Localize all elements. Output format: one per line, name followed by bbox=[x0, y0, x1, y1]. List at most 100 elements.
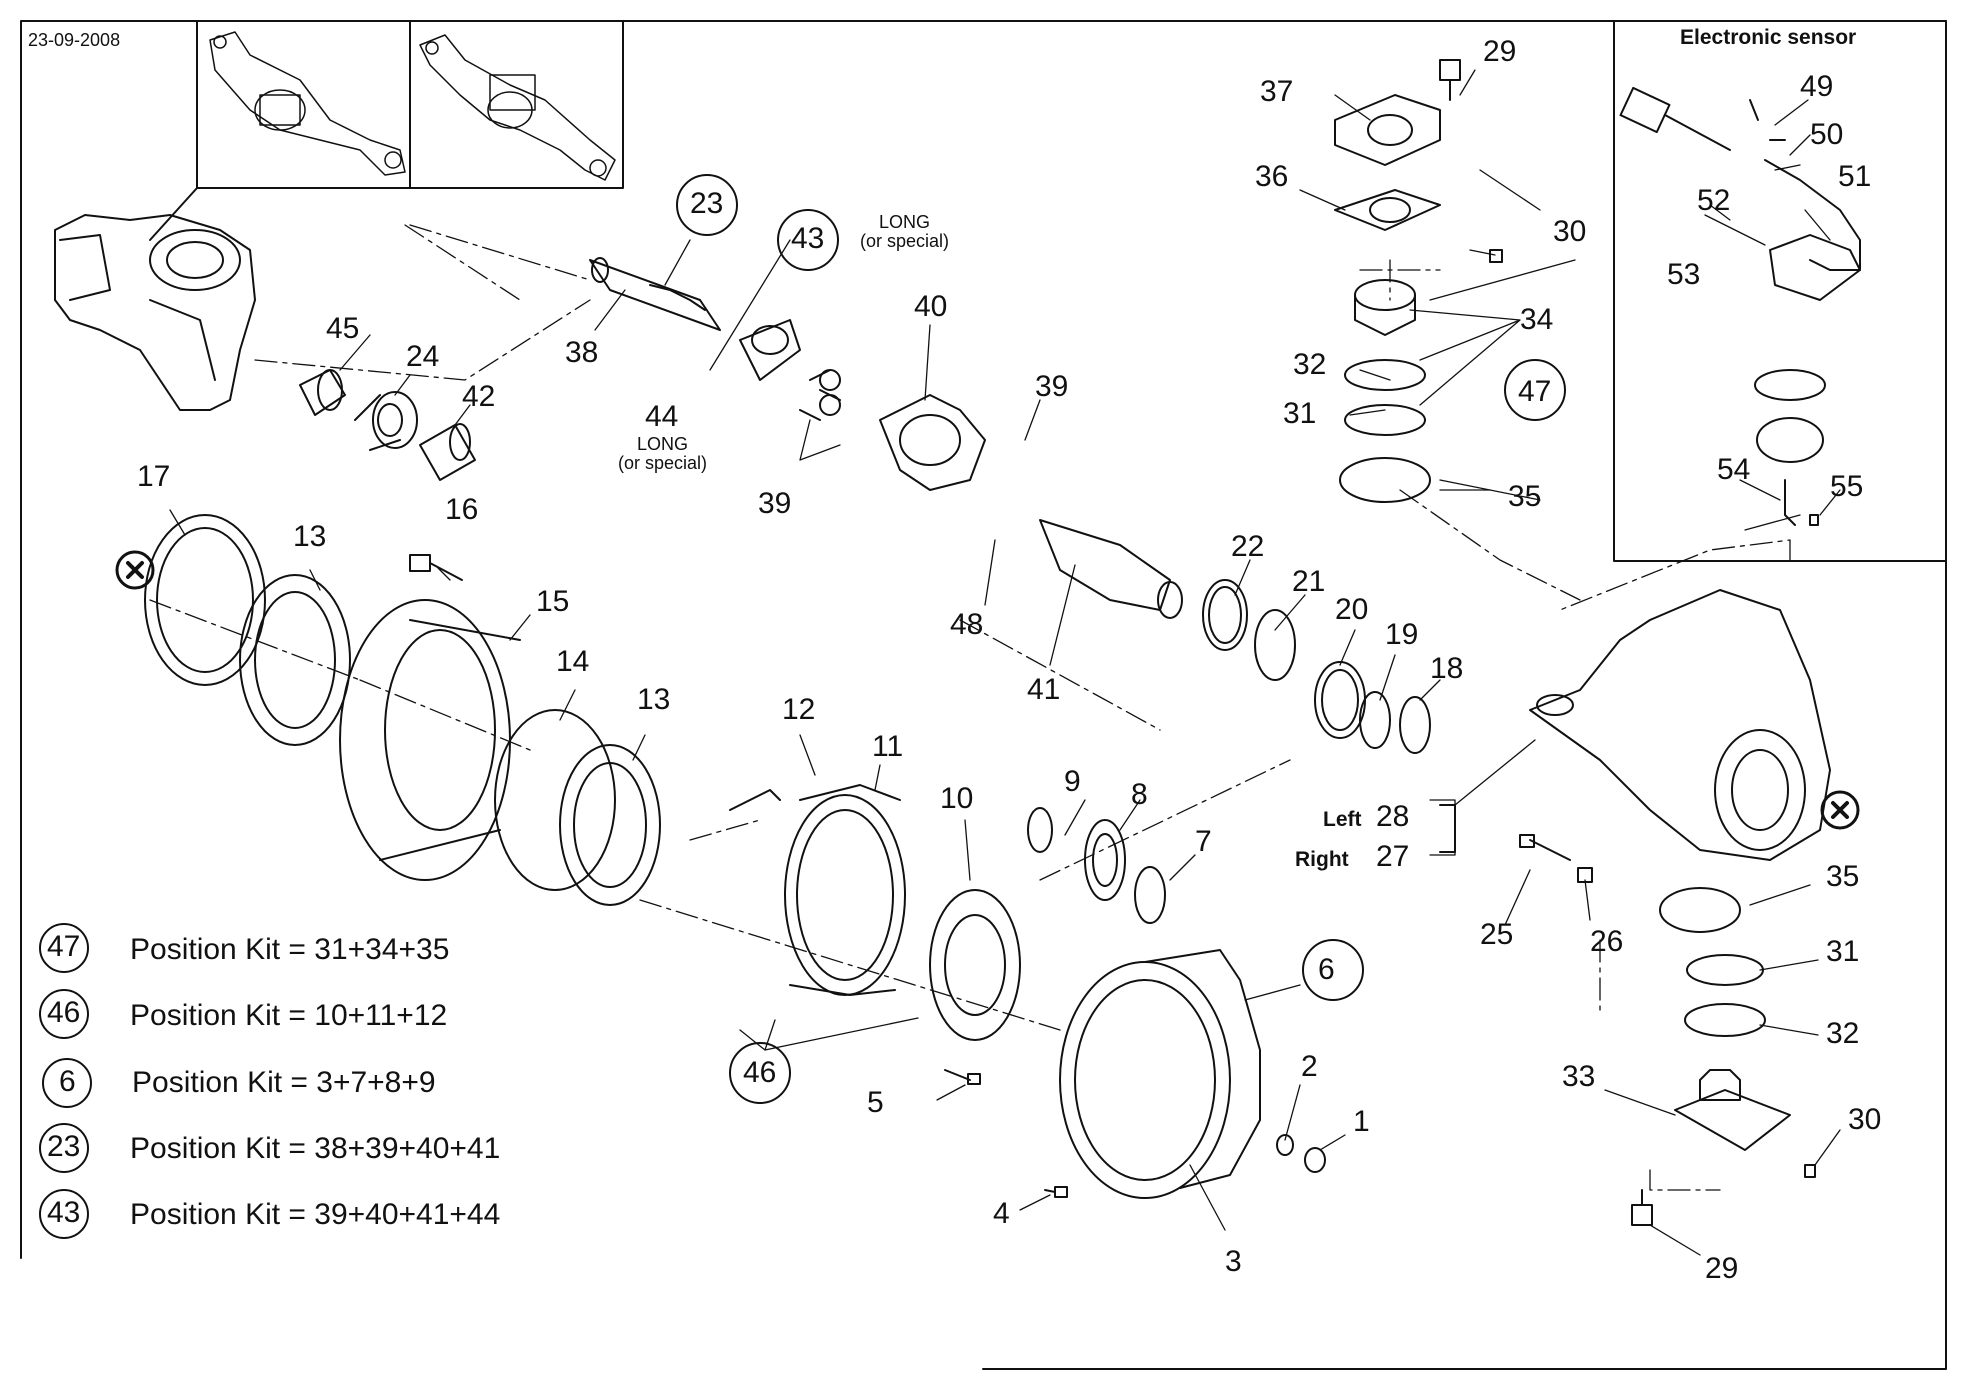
callout-54: 54 bbox=[1717, 453, 1751, 486]
ring-gear-11 bbox=[729, 784, 906, 996]
callout-14: 14 bbox=[556, 645, 590, 678]
kingpin-stack-bottom bbox=[1519, 834, 1816, 1226]
note-special-bottom-text: (or special) bbox=[618, 453, 708, 473]
bolt-16 bbox=[409, 554, 463, 581]
callout-32-top: 32 bbox=[1293, 348, 1327, 381]
callout-43-circle: 43 bbox=[791, 222, 825, 255]
kit-id-23: 23 bbox=[47, 1130, 81, 1163]
callout-33: 33 bbox=[1562, 1060, 1596, 1093]
callout-31-top: 31 bbox=[1283, 397, 1317, 430]
callout-4: 4 bbox=[993, 1197, 1010, 1230]
kit-text-6: Position Kit = 3+7+8+9 bbox=[132, 1066, 436, 1099]
callout-30-bottom: 30 bbox=[1848, 1103, 1882, 1136]
left-right-bracket bbox=[1439, 804, 1456, 853]
callout-26: 26 bbox=[1590, 925, 1624, 958]
callout-30-top: 30 bbox=[1553, 215, 1587, 248]
note-long-top: LONG(or special) bbox=[860, 213, 949, 251]
axle-thumbnail-2 bbox=[419, 34, 616, 181]
callout-12: 12 bbox=[782, 693, 816, 726]
bearing-13-left bbox=[239, 574, 351, 746]
callout-39-right: 39 bbox=[1035, 370, 1069, 403]
callout-15: 15 bbox=[536, 585, 570, 618]
kit-id-47: 47 bbox=[47, 930, 81, 963]
bolt-5 bbox=[944, 1069, 981, 1085]
drawing-frame bbox=[20, 20, 1947, 1370]
note-special-top-text: (or special) bbox=[860, 231, 950, 251]
seal-17 bbox=[144, 514, 266, 686]
electronic-sensor-assembly bbox=[1619, 86, 1861, 526]
label-right: Right bbox=[1295, 848, 1349, 871]
callout-20: 20 bbox=[1335, 593, 1369, 626]
callout-11: 11 bbox=[872, 730, 904, 763]
callout-25: 25 bbox=[1480, 918, 1514, 951]
o-ring-14 bbox=[494, 709, 616, 891]
callout-48: 48 bbox=[950, 608, 984, 641]
kit-text-43: Position Kit = 39+40+41+44 bbox=[130, 1198, 501, 1231]
callout-2: 2 bbox=[1301, 1050, 1318, 1083]
kit-text-46: Position Kit = 10+11+12 bbox=[130, 999, 448, 1032]
center-lines bbox=[149, 224, 1791, 1191]
callout-28: 28 bbox=[1376, 800, 1410, 833]
callout-21: 21 bbox=[1292, 565, 1326, 598]
drawing-date: 23-09-2008 bbox=[28, 30, 121, 50]
axle-thumbnail-1 bbox=[209, 31, 406, 176]
callout-35-top: 35 bbox=[1508, 480, 1542, 513]
callout-29-bottom: 29 bbox=[1705, 1252, 1739, 1285]
callout-55: 55 bbox=[1830, 470, 1864, 503]
callout-53: 53 bbox=[1667, 258, 1701, 291]
callout-13-left: 13 bbox=[293, 520, 327, 553]
steering-knuckle bbox=[1529, 589, 1831, 861]
shaft-38 bbox=[589, 257, 721, 331]
callout-7: 7 bbox=[1195, 825, 1212, 858]
callout-52: 52 bbox=[1697, 184, 1731, 217]
kit-id-46: 46 bbox=[47, 996, 81, 1029]
leader-lines bbox=[169, 69, 1841, 1256]
gear-set-7-8-9 bbox=[1027, 807, 1166, 924]
callout-45: 45 bbox=[326, 312, 360, 345]
callout-23-circle: 23 bbox=[690, 187, 724, 220]
callout-17: 17 bbox=[137, 460, 171, 493]
callout-6-circle: 6 bbox=[1318, 953, 1335, 986]
note-long-bottom-text: LONG bbox=[637, 434, 689, 454]
callout-16: 16 bbox=[445, 493, 479, 526]
callout-44: 44 bbox=[645, 400, 679, 433]
axle-housing bbox=[54, 214, 256, 411]
callout-40: 40 bbox=[914, 290, 948, 323]
bearing-24 bbox=[354, 391, 418, 451]
callout-41: 41 bbox=[1027, 673, 1061, 706]
callout-29-top: 29 bbox=[1483, 35, 1517, 68]
yoke-44 bbox=[739, 319, 801, 381]
callout-24: 24 bbox=[406, 340, 440, 373]
snap-rings bbox=[1202, 579, 1431, 754]
x-marks bbox=[126, 561, 1849, 819]
callout-9: 9 bbox=[1064, 765, 1081, 798]
callout-22: 22 bbox=[1231, 530, 1265, 563]
callout-10: 10 bbox=[940, 782, 974, 815]
sensor-section-title: Electronic sensor bbox=[1680, 26, 1857, 49]
callout-39-left: 39 bbox=[758, 487, 792, 520]
thumbnail-leader bbox=[149, 187, 198, 241]
callout-5: 5 bbox=[867, 1086, 884, 1119]
needle-bearing-45 bbox=[299, 369, 346, 416]
kit-id-6: 6 bbox=[59, 1065, 76, 1098]
callout-31-bottom: 31 bbox=[1826, 935, 1860, 968]
shaft-41 bbox=[1039, 519, 1183, 619]
callout-49: 49 bbox=[1800, 70, 1834, 103]
callout-18: 18 bbox=[1430, 652, 1464, 685]
callout-34: 34 bbox=[1520, 303, 1554, 336]
callout-38: 38 bbox=[565, 336, 599, 369]
callout-27: 27 bbox=[1376, 840, 1410, 873]
bearing-13-right bbox=[559, 744, 661, 906]
callout-36: 36 bbox=[1255, 160, 1289, 193]
callout-8: 8 bbox=[1131, 778, 1148, 811]
yoke-housing-40 bbox=[879, 394, 986, 491]
callout-46-circle: 46 bbox=[743, 1056, 777, 1089]
note-long-top-text: LONG bbox=[879, 212, 931, 232]
universal-joint-cross bbox=[799, 369, 841, 421]
note-long-bottom: LONG(or special) bbox=[618, 435, 707, 473]
callout-32-bottom: 32 bbox=[1826, 1017, 1860, 1050]
kingpin-stack-top bbox=[1334, 59, 1503, 503]
callout-19: 19 bbox=[1385, 618, 1419, 651]
